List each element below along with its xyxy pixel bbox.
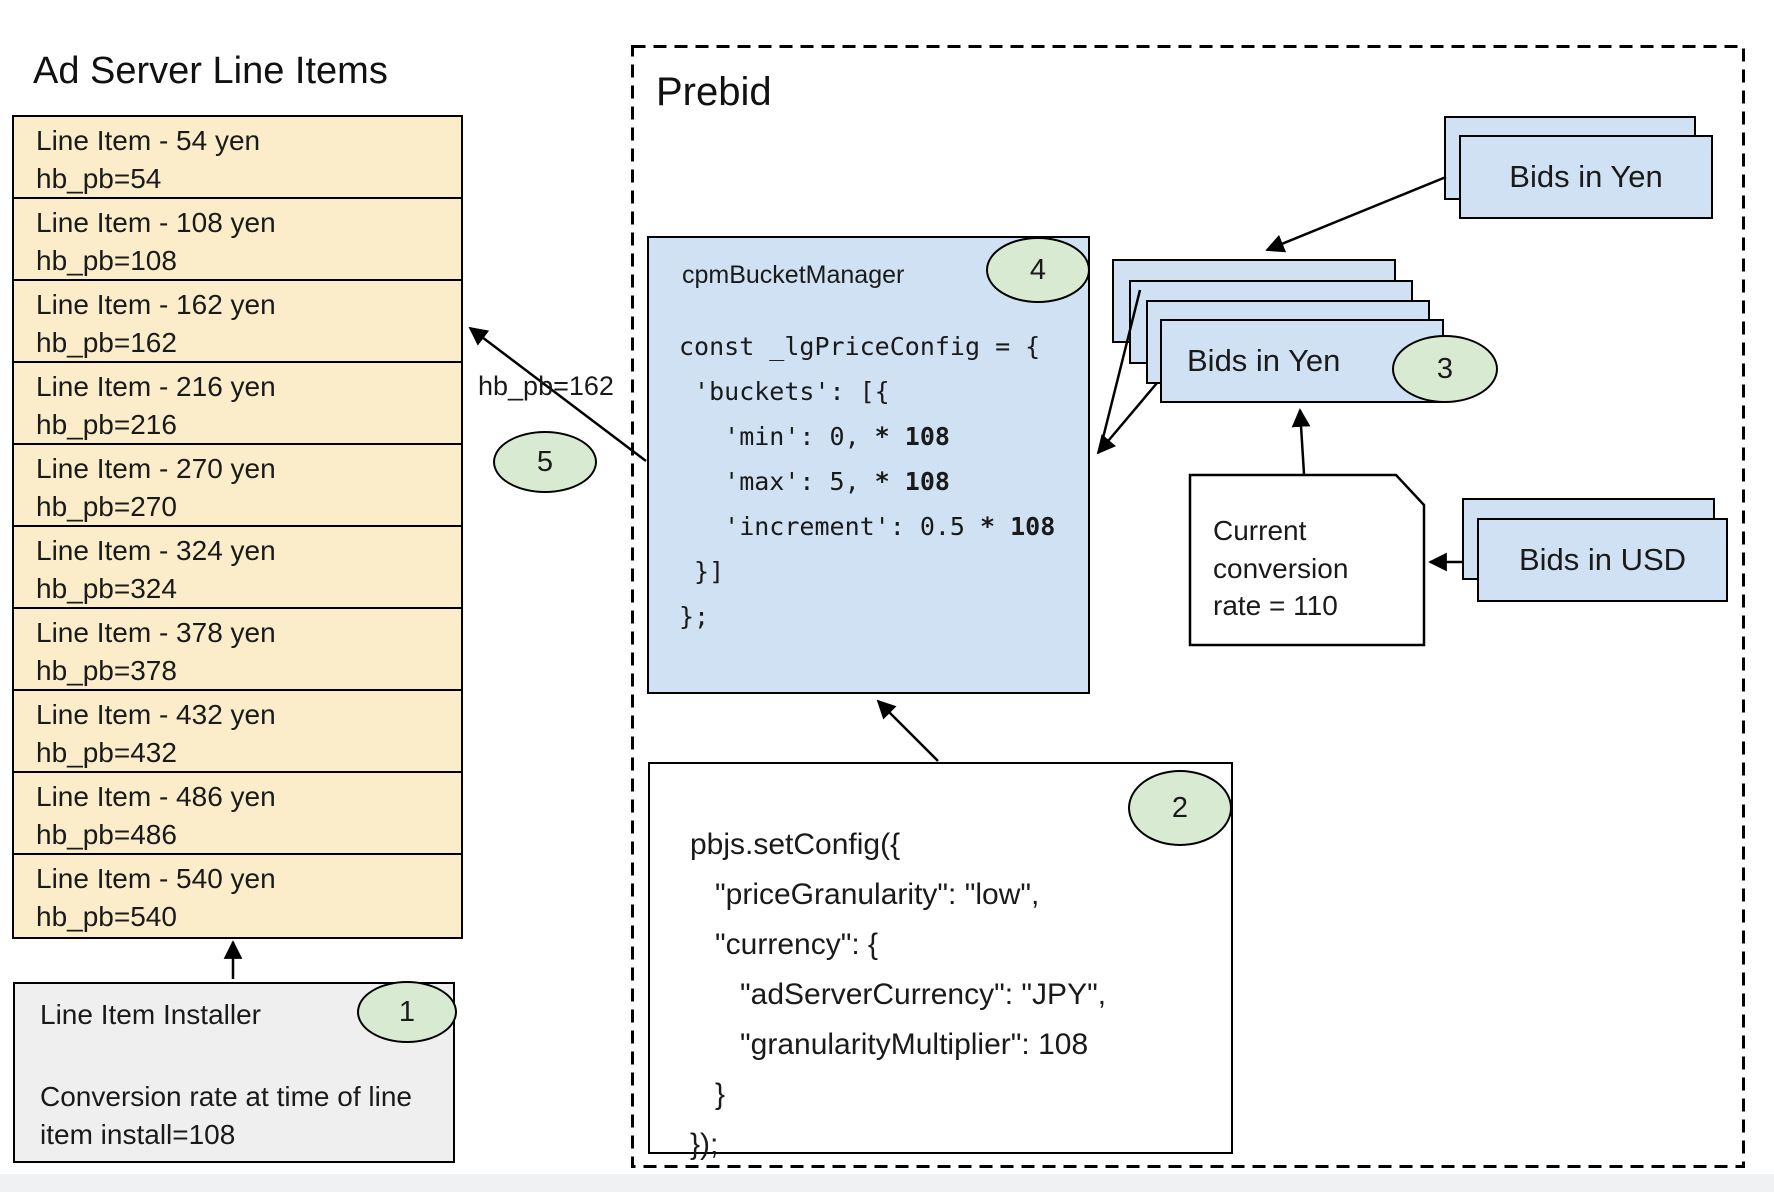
step-badge-2: 2: [1128, 770, 1232, 846]
pbjs-code-line: });: [690, 1128, 719, 1161]
bottom-strip: [0, 1174, 1774, 1192]
pbjs-code-line: "granularityMultiplier": 108: [690, 1028, 1089, 1061]
line-item-hb-pb-value: hb_pb=486: [36, 819, 177, 850]
bids-in-usd-front-card: Bids in USD: [1477, 518, 1728, 602]
line-item-hb-pb-value: hb_pb=378: [36, 655, 177, 686]
cpm-box-title: cpmBucketManager: [682, 261, 905, 289]
line-item-hb-pb-value: hb_pb=216: [36, 409, 177, 440]
line-item-row: Line Item - 162 yen hb_pb=162: [14, 281, 461, 363]
line-item-row: Line Item - 486 yen hb_pb=486: [14, 773, 461, 855]
line-item-label: Line Item - 162 yen: [36, 289, 276, 320]
arrow-config-to-cpm: [876, 699, 939, 762]
arrow-bids-to-cpm-line-b: [1096, 382, 1158, 455]
arrow-incoming-to-converted-bids: [1265, 175, 1447, 253]
cpm-bucket-manager-box: cpmBucketManager const _lgPriceConfig = …: [647, 236, 1090, 694]
cpm-code-line: };: [679, 602, 710, 631]
line-item-hb-pb-value: hb_pb=324: [36, 573, 177, 604]
line-item-label: Line Item - 216 yen: [36, 371, 276, 402]
line-item-row: Line Item - 270 yen hb_pb=270: [14, 445, 461, 527]
step-badge-1: 1: [357, 981, 457, 1043]
line-item-row: Line Item - 108 yen hb_pb=108: [14, 199, 461, 281]
line-item-hb-pb-value: hb_pb=162: [36, 327, 177, 358]
pbjs-code-line: "adServerCurrency": "JPY",: [690, 978, 1107, 1011]
installer-title: Line Item Installer: [40, 999, 261, 1030]
line-item-hb-pb-value: hb_pb=270: [36, 491, 177, 522]
line-item-label: Line Item - 540 yen: [36, 863, 276, 894]
pbjs-code-line: "currency": {: [690, 928, 879, 961]
line-item-hb-pb-value: hb_pb=540: [36, 901, 177, 932]
step-badge-4: 4: [986, 237, 1090, 303]
cpm-code-line: 'max': 5, * 108: [679, 467, 950, 496]
line-item-label: Line Item - 108 yen: [36, 207, 276, 238]
line-item-hb-pb-value: hb_pb=432: [36, 737, 177, 768]
hb-pb-edge-label: hb_pb=162: [478, 371, 614, 401]
cpm-code-line: 'min': 0, * 108: [679, 422, 950, 451]
pbjs-code-block: pbjs.setConfig({ "priceGranularity": "lo…: [690, 820, 1106, 1170]
step-badge-3: 3: [1392, 335, 1498, 403]
line-item-label: Line Item - 378 yen: [36, 617, 276, 648]
pbjs-code-line: pbjs.setConfig({: [690, 828, 901, 861]
line-item-label: Line Item - 486 yen: [36, 781, 276, 812]
ad-server-title: Ad Server Line Items: [33, 50, 388, 92]
step-badge-5: 5: [493, 431, 597, 493]
line-item-hb-pb-value: hb_pb=108: [36, 245, 177, 276]
bids-in-yen-incoming-front-card: Bids in Yen: [1459, 135, 1713, 219]
cpm-code-line: const _lgPriceConfig = {: [679, 332, 1041, 361]
cpm-code-line: }]: [679, 557, 725, 586]
line-item-label: Line Item - 324 yen: [36, 535, 276, 566]
bids-in-yen-incoming-label: Bids in Yen: [1509, 159, 1663, 194]
bids-in-usd-label: Bids in USD: [1518, 542, 1687, 577]
cpm-code-block: const _lgPriceConfig = { 'buckets': [{ '…: [679, 324, 1055, 639]
pbjs-code-line: }: [690, 1078, 726, 1111]
bids-in-yen-converted-label: Bids in Yen: [1187, 343, 1341, 378]
cpm-code-line: 'buckets': [{: [679, 377, 890, 406]
line-item-row: Line Item - 432 yen hb_pb=432: [14, 691, 461, 773]
line-item-row: Line Item - 216 yen hb_pb=216: [14, 363, 461, 445]
conversion-rate-note: Current conversion rate = 110: [1213, 515, 1349, 621]
installer-note: Conversion rate at time of line item ins…: [40, 1081, 412, 1150]
line-item-label: Line Item - 54 yen: [36, 125, 261, 156]
line-item-label: Line Item - 432 yen: [36, 699, 276, 730]
line-item-row: Line Item - 54 yen hb_pb=54: [14, 117, 461, 199]
line-item-label: Line Item - 270 yen: [36, 453, 276, 484]
line-item-hb-pb-value: hb_pb=54: [36, 163, 162, 194]
cpm-code-line: 'increment': 0.5 * 108: [679, 512, 1056, 541]
line-item-row: Line Item - 324 yen hb_pb=324: [14, 527, 461, 609]
prebid-title: Prebid: [656, 70, 772, 114]
line-item-row: Line Item - 378 yen hb_pb=378: [14, 609, 461, 691]
arrow-conversion-to-bids: [1291, 408, 1311, 475]
line-item-row: Line Item - 540 yen hb_pb=540: [14, 855, 461, 937]
pbjs-code-line: "priceGranularity": "low",: [690, 878, 1040, 911]
